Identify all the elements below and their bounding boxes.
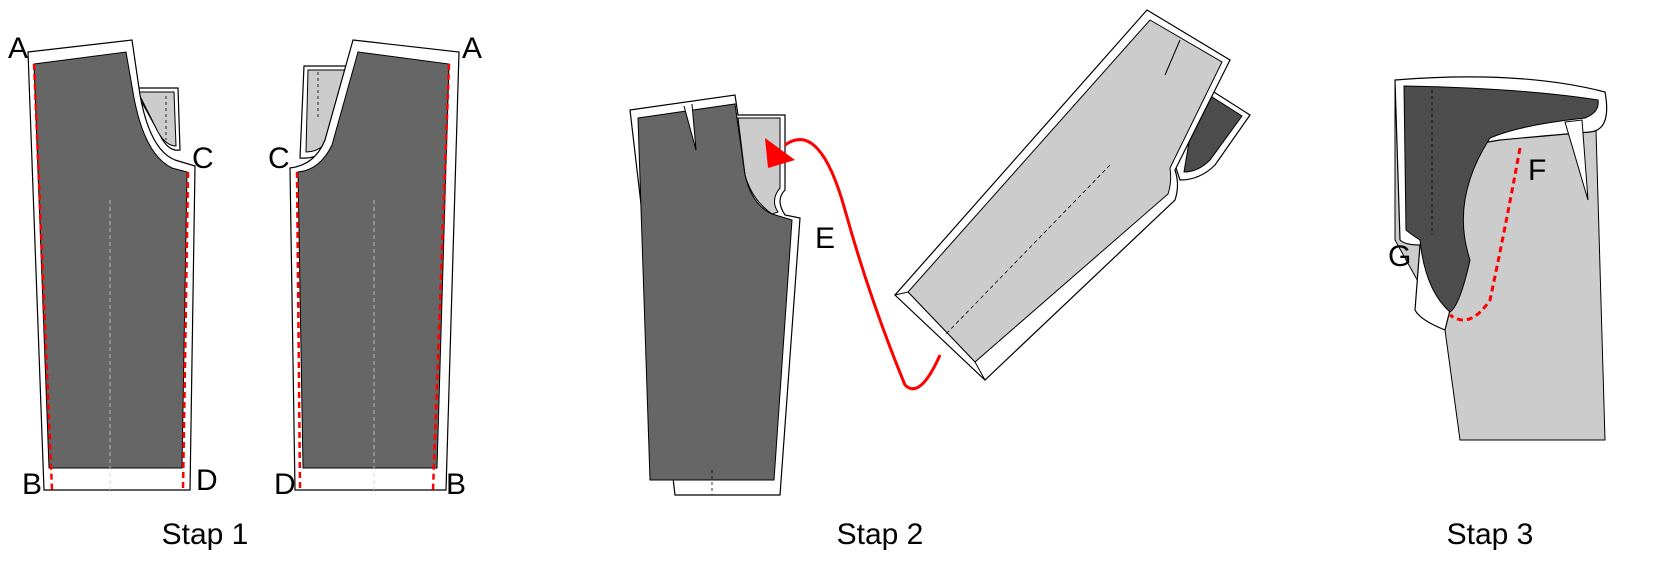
step2-right-pattern-piece <box>893 9 1251 381</box>
step1-left-pocket-facing-inner <box>137 91 177 147</box>
step2-right-hem <box>893 291 986 381</box>
step1-point-d-right: D <box>274 468 296 501</box>
step1-point-b-right: B <box>446 468 466 501</box>
step1-left-pattern-piece <box>27 39 196 491</box>
step1-point-c-right: C <box>268 142 290 175</box>
step2-left-dart <box>683 103 697 151</box>
step1-right-fabric <box>297 51 450 469</box>
step1-point-b-left: B <box>22 468 42 501</box>
step1-point-a-left: A <box>8 32 28 65</box>
step2-right-fabric <box>907 19 1223 363</box>
step3-point-f: F <box>1528 154 1546 187</box>
step3-dart <box>1564 119 1589 201</box>
step2-label: Stap 2 <box>837 518 924 551</box>
step1-point-a-right: A <box>462 32 482 65</box>
step2-left-fabric <box>637 103 793 481</box>
step3-label: Stap 3 <box>1447 518 1534 551</box>
step1-label: Stap 1 <box>162 518 249 551</box>
step2-point-e: E <box>815 222 835 255</box>
step1-left-stitch-outer <box>32 63 54 491</box>
step1-point-c-left: C <box>192 142 214 175</box>
step1-left-stitch-inner <box>181 171 190 491</box>
step3-pattern-piece <box>1394 76 1608 441</box>
step1-right-stitch-outer <box>431 63 451 491</box>
step2-transfer-arrow-line <box>784 138 942 391</box>
step3-point-g: G <box>1388 240 1411 273</box>
step3-dark-pocket <box>1403 85 1599 313</box>
step1-right-pattern-piece <box>289 39 460 491</box>
step2-transfer-arrowhead <box>765 138 795 168</box>
step2-left-pattern-piece <box>629 94 801 496</box>
step1-right-stitch-inner <box>295 171 302 491</box>
step1-point-d-left: D <box>196 464 218 497</box>
